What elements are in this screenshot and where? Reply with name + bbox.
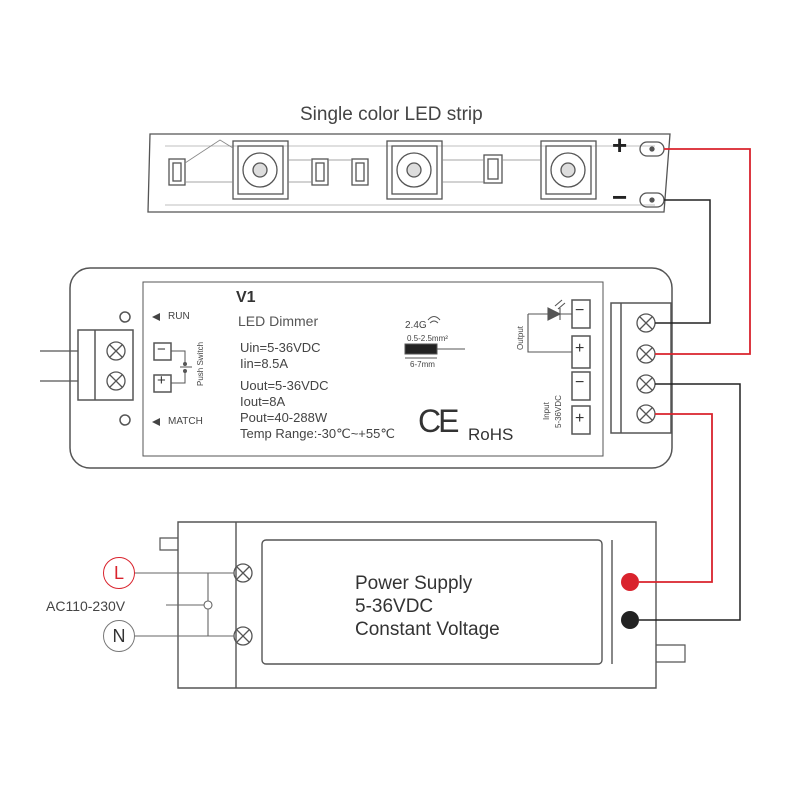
input-plus: + xyxy=(575,410,585,427)
resistor-1 xyxy=(168,158,186,186)
dimmer-model: V1 xyxy=(236,289,256,306)
ps-positive-terminal xyxy=(621,573,639,591)
negative-wires xyxy=(639,199,741,621)
dimmer-name: LED Dimmer xyxy=(238,313,319,329)
led-strip xyxy=(147,133,671,213)
push-switch-label: Push Switch xyxy=(196,341,205,386)
right-terminal-block xyxy=(610,302,672,434)
screw-ps-2 xyxy=(233,626,253,646)
led-diode-symbol xyxy=(527,299,572,353)
input-minus: − xyxy=(575,374,585,391)
strip-plus-wire xyxy=(655,148,751,355)
screw-right-1 xyxy=(636,313,656,333)
resistor-4 xyxy=(483,154,503,184)
left-terminal-block xyxy=(77,329,134,401)
input-label: Input xyxy=(542,402,551,420)
dimmer-label-panel xyxy=(142,281,604,457)
screw-right-2 xyxy=(636,344,656,364)
resistor-2 xyxy=(311,158,329,186)
ps-line1: Power Supply xyxy=(355,573,473,594)
resistor-3 xyxy=(351,158,369,186)
wire-gauge-label: 0.5-2.5mm² xyxy=(407,334,448,343)
led-strip-title: Single color LED strip xyxy=(300,104,483,125)
output-minus: − xyxy=(575,302,585,319)
screw-right-3 xyxy=(636,374,656,394)
positive-wires xyxy=(639,148,751,583)
wire-strip-icon xyxy=(404,316,465,359)
ps-negative-terminal xyxy=(621,611,639,629)
strip-length-label: 6-7mm xyxy=(410,360,435,369)
ac-input-wires xyxy=(133,572,234,637)
rohs-mark: RoHS xyxy=(468,425,514,444)
screw-left-2 xyxy=(106,371,126,391)
strip-minus-wire xyxy=(655,199,711,324)
ce-mark: CE xyxy=(418,403,459,439)
run-led-hole xyxy=(119,311,131,323)
switch-plus: + xyxy=(157,372,166,389)
match-led-hole xyxy=(119,414,131,426)
match-arrow-icon xyxy=(152,418,160,426)
dimmer-left-wires xyxy=(40,350,78,382)
led-chip-3 xyxy=(540,140,597,200)
power-supply-housing xyxy=(159,521,686,689)
ps-plus-wire xyxy=(639,413,713,583)
screw-left-1 xyxy=(106,341,126,361)
neutral-terminal-badge: N xyxy=(103,620,135,652)
ac-voltage-label: AC110-230V xyxy=(46,598,126,614)
led-chip-2 xyxy=(386,140,443,200)
spec-iout: Iout=8A xyxy=(240,394,286,409)
output-label: Output xyxy=(516,325,525,350)
rf-label: 2.4G xyxy=(405,320,427,331)
spec-uout: Uout=5-36VDC xyxy=(240,378,329,393)
led-chip-1 xyxy=(232,140,289,200)
screw-terminals xyxy=(106,313,656,646)
strip-plus-sign: + xyxy=(612,130,628,160)
spec-temp: Temp Range:-30℃~+55℃ xyxy=(240,426,395,441)
run-label: RUN xyxy=(168,311,190,322)
push-switch-symbol xyxy=(171,350,192,384)
strip-minus-sign: − xyxy=(612,182,628,212)
ps-minus-wire xyxy=(639,383,741,621)
ps-line3: Constant Voltage xyxy=(355,619,500,640)
match-label: MATCH xyxy=(168,416,203,427)
input-voltage-label: 5-36VDC xyxy=(554,395,563,428)
spec-uin: Uin=5-36VDC xyxy=(240,340,321,355)
live-terminal-badge: L xyxy=(103,557,135,589)
screw-ps-1 xyxy=(233,563,253,583)
output-plus: + xyxy=(575,340,585,357)
switch-minus: − xyxy=(157,341,166,358)
spec-pout: Pout=40-288W xyxy=(240,410,328,425)
ps-line2: 5-36VDC xyxy=(355,596,434,617)
run-arrow-icon xyxy=(152,313,160,321)
spec-iin: Iin=8.5A xyxy=(240,356,289,371)
screw-right-4 xyxy=(636,404,656,424)
